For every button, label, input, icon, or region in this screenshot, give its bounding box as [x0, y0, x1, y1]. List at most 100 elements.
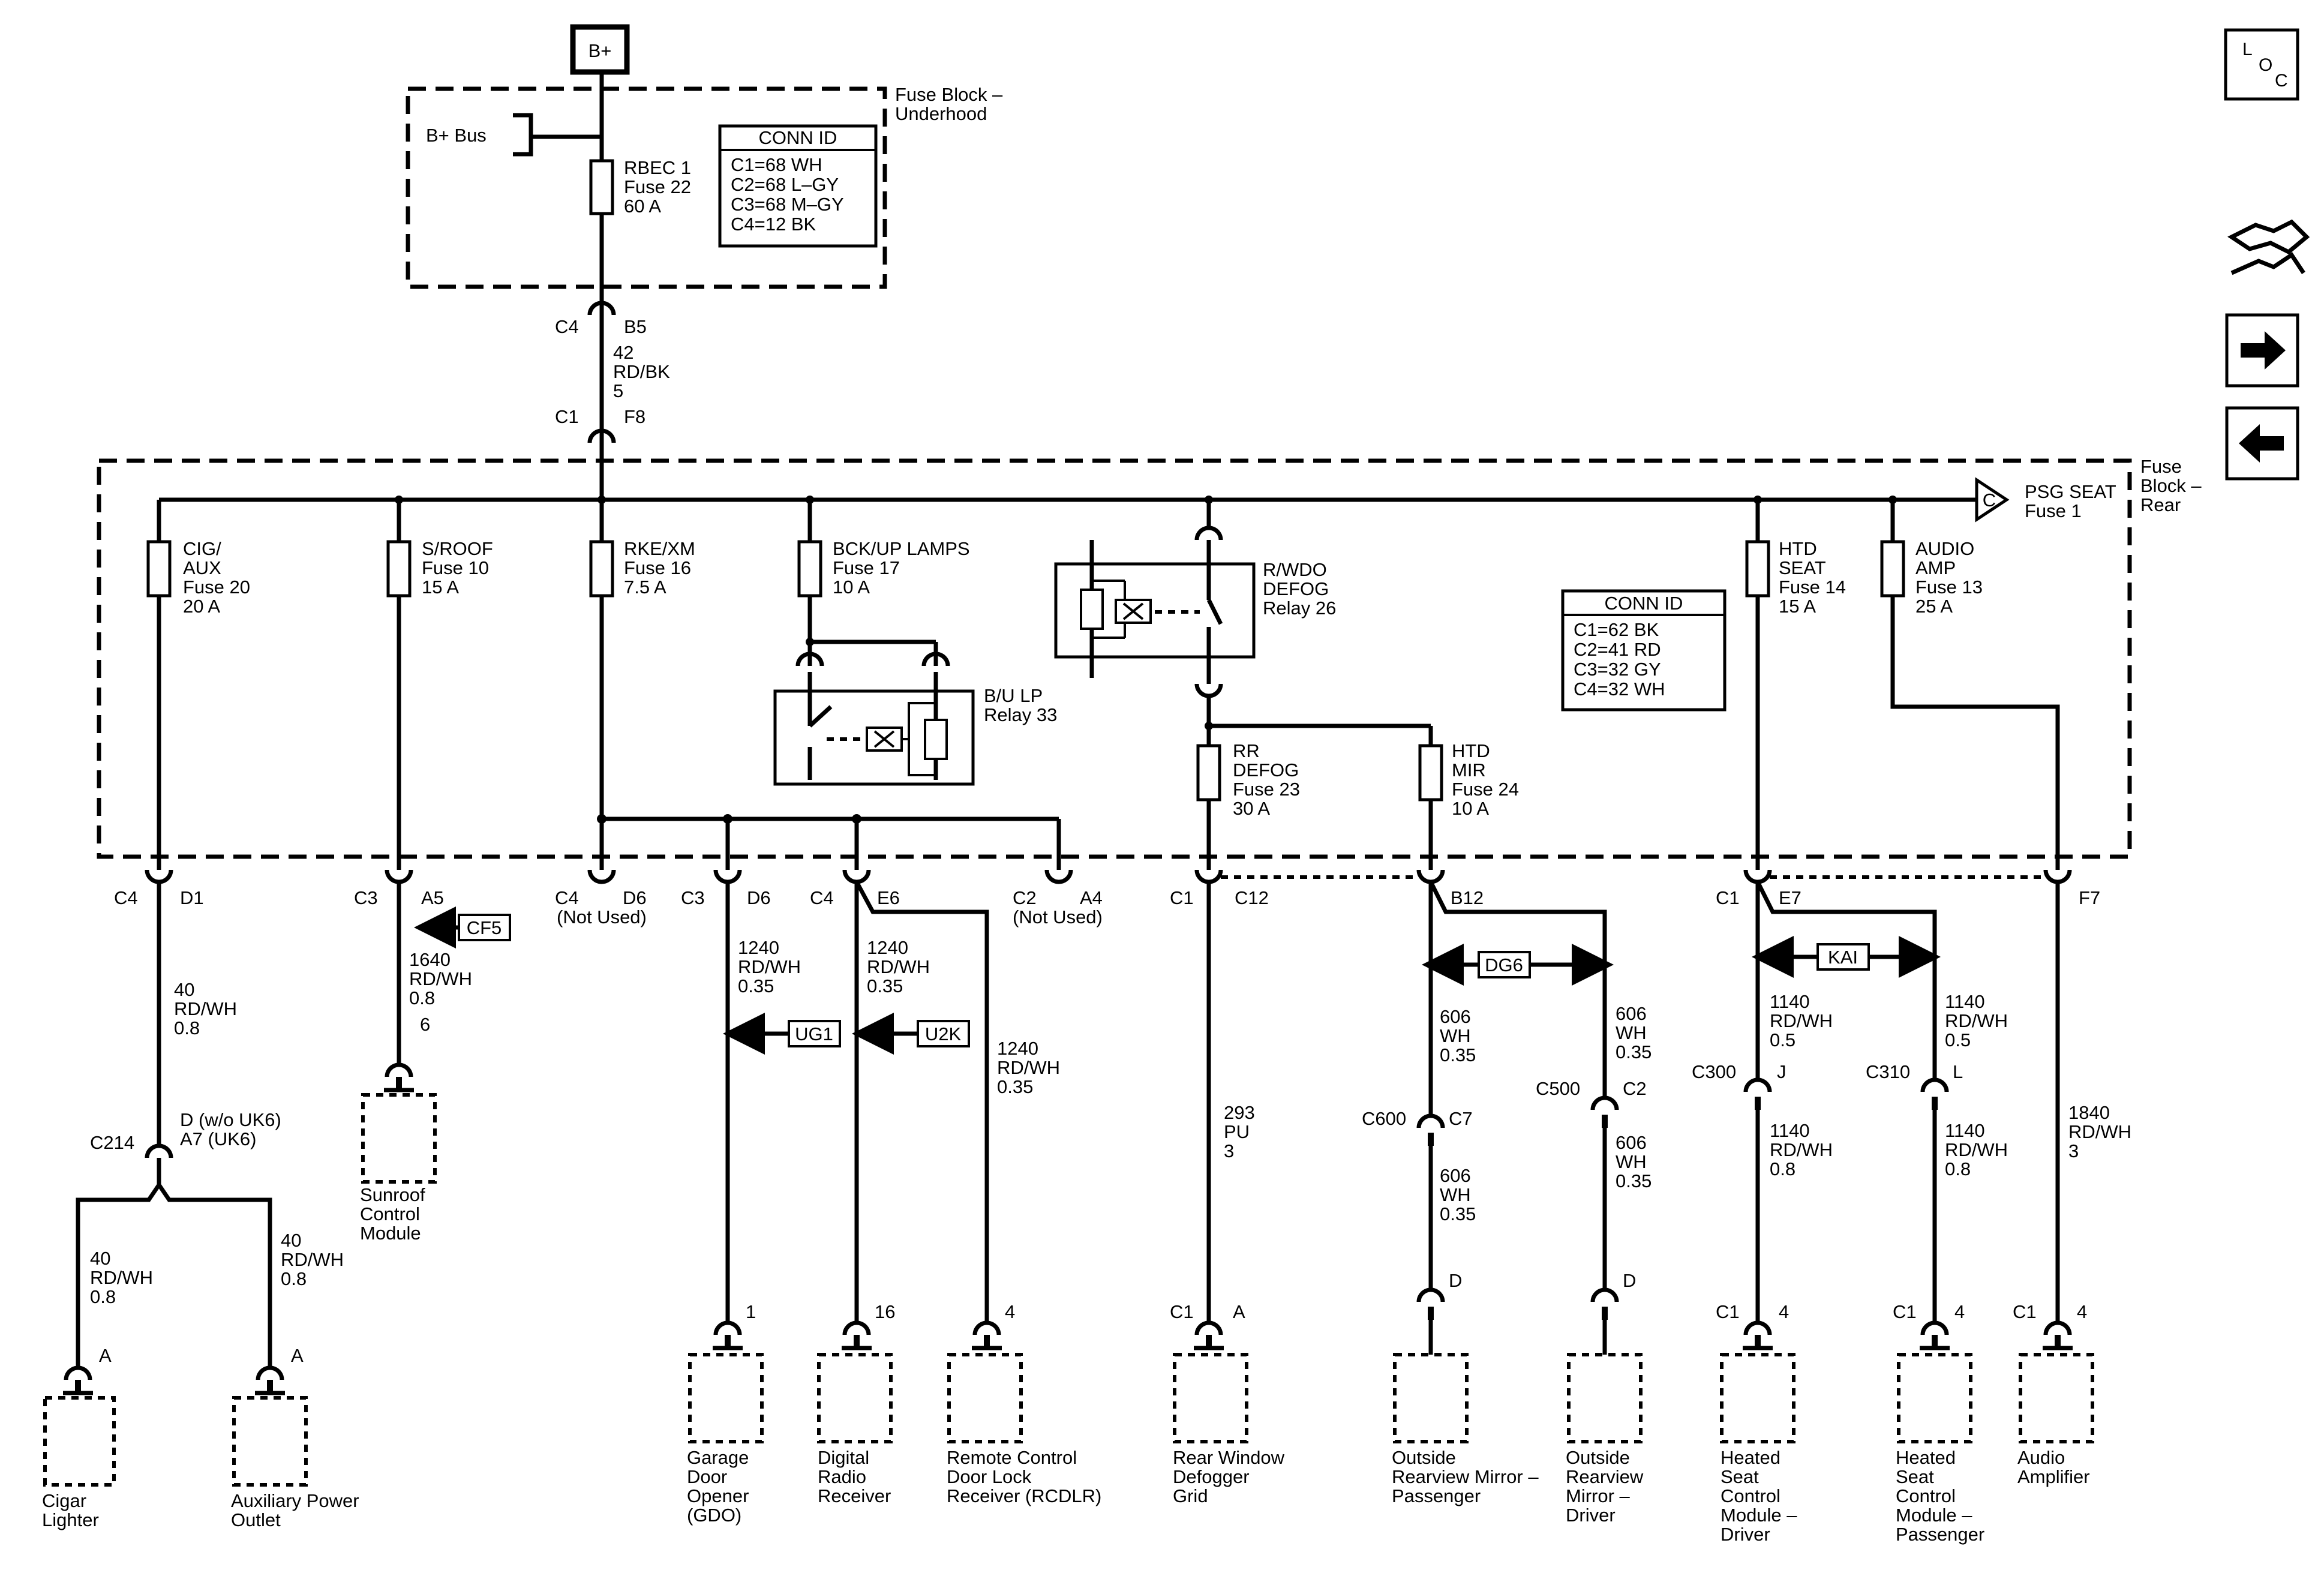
- power-source-label: B+: [588, 40, 612, 61]
- fuse-block-rear-label: Rear: [2140, 494, 2181, 515]
- wire-label: 0.35: [1616, 1170, 1652, 1191]
- fuse-audio-label: Fuse 13: [1915, 577, 1983, 598]
- option-tag-u2k: U2K: [852, 1013, 970, 1055]
- remote-control-door-lock-receiver-component: 4 Remote Control Door Lock Receiver (RCD…: [947, 1301, 1101, 1506]
- pin-label: B5: [624, 316, 647, 337]
- component-label: Module –: [1721, 1505, 1797, 1526]
- component-label: Auxiliary Power: [231, 1490, 359, 1511]
- auxiliary-power-outlet-component: A Auxiliary Power Outlet: [231, 1345, 359, 1530]
- component-label: Heated: [1896, 1447, 1956, 1468]
- component-label: Driver: [1721, 1524, 1770, 1545]
- pin-label: A: [291, 1345, 304, 1366]
- conn-label: C1: [1170, 887, 1194, 908]
- component-label: Seat: [1721, 1466, 1759, 1487]
- pin-label: C2: [1623, 1078, 1647, 1099]
- conn-id-underhood-table: [718, 124, 878, 248]
- fuse-16-symbol: [589, 540, 614, 598]
- component-label: Mirror –: [1566, 1485, 1631, 1506]
- wire-label: RD/WH: [1945, 1139, 2008, 1160]
- next-arrow-icon: [2241, 331, 2286, 370]
- pin-label: J: [1777, 1061, 1786, 1082]
- connector-c600: [1416, 1113, 1445, 1128]
- pin-label: A7 (UK6): [180, 1128, 256, 1149]
- wire-label: 1240: [738, 937, 779, 958]
- wire-label: WH: [1440, 1184, 1471, 1205]
- wire-label: 40: [174, 979, 194, 1000]
- component-label: Garage: [687, 1447, 749, 1468]
- fuse-audio-label: 25 A: [1915, 596, 1953, 617]
- wire-label: 6: [420, 1014, 430, 1035]
- wire-label: 1840: [2068, 1102, 2110, 1123]
- wire-label: RD/WH: [409, 968, 472, 989]
- fuse-block-rear-label: Block –: [2140, 475, 2202, 496]
- psg-ref-letter: C: [1983, 490, 1996, 511]
- wire-label: 0.35: [1616, 1041, 1652, 1062]
- outside-rearview-mirror-passenger-component: D Outside Rearview Mirror – Passenger: [1392, 1270, 1539, 1506]
- wire-label: 0.8: [281, 1268, 307, 1289]
- pin-label: L: [1953, 1061, 1963, 1082]
- bulp-relay-33: [773, 689, 975, 786]
- sunroof-control-module-component: Sunroof Control Module: [360, 1062, 437, 1244]
- fuse-rrdefog-label: Fuse 23: [1233, 779, 1300, 800]
- fuse-rrdefog-label: RR: [1233, 740, 1260, 761]
- component-label: Control: [1721, 1485, 1780, 1506]
- psg-seat-label: Fuse 1: [2025, 500, 2082, 521]
- prev-arrow-button[interactable]: [2225, 406, 2299, 481]
- component-label: Driver: [1566, 1505, 1616, 1526]
- fuse-cig-label: AUX: [183, 557, 221, 578]
- fuse-13-symbol: [1880, 540, 1905, 598]
- wire-label: 0.35: [867, 975, 903, 996]
- heated-seat-module-driver-component: C1 4 Heated Seat Control Module – Driver: [1716, 1301, 1797, 1545]
- wire-label: 0.35: [738, 975, 774, 996]
- pin-label: 16: [875, 1301, 895, 1322]
- wire-label: 606: [1440, 1006, 1471, 1027]
- fuse-20-symbol: [146, 540, 172, 598]
- fuse-htdseat-label: 15 A: [1779, 596, 1816, 617]
- harness-icon[interactable]: [2227, 219, 2310, 275]
- pin-label: A: [99, 1345, 112, 1366]
- feed-wire-label: 42: [613, 342, 633, 363]
- pin-label: E7: [1779, 887, 1801, 908]
- wire-label: 1240: [867, 937, 908, 958]
- connector-c500: [1590, 1095, 1619, 1110]
- audio-amplifier-component: C1 4 Audio Amplifier: [2013, 1301, 2094, 1487]
- fuse-sroof-label: Fuse 10: [422, 557, 489, 578]
- wire-label: 0.8: [409, 987, 435, 1008]
- component-label: Module: [360, 1223, 421, 1244]
- component-label: Amplifier: [2017, 1466, 2090, 1487]
- conn-label: C214: [90, 1132, 134, 1153]
- conn-label: C600: [1362, 1108, 1406, 1129]
- component-label: Audio: [2017, 1447, 2065, 1468]
- fuse-14-symbol: [1745, 540, 1770, 598]
- rbec-fuse-symbol: [589, 159, 614, 215]
- rear-window-defogger-grid-component: C1 A Rear Window Defogger Grid: [1170, 1301, 1285, 1506]
- fuse-cig-label: 20 A: [183, 596, 220, 617]
- digital-radio-receiver-component: 16 Digital Radio Receiver: [817, 1301, 895, 1506]
- next-arrow-button[interactable]: [2225, 313, 2299, 388]
- loc-letter-o: O: [2259, 55, 2272, 75]
- fuse-sroof-label: 15 A: [422, 577, 459, 598]
- fuse-bckup-label: Fuse 17: [833, 557, 900, 578]
- fuse-block-underhood-outline: [406, 86, 887, 289]
- conn-label: C4: [810, 887, 834, 908]
- component-label: Sunroof: [360, 1184, 425, 1205]
- not-used-note: (Not Used): [1013, 906, 1103, 927]
- location-button[interactable]: L O C: [2224, 28, 2299, 101]
- fuse-cig-label: CIG/: [183, 538, 221, 559]
- wire-label: RD/WH: [2068, 1121, 2131, 1142]
- component-label: Opener: [687, 1485, 749, 1506]
- pin-label: 4: [1779, 1301, 1789, 1322]
- pin-label: F7: [2079, 887, 2100, 908]
- option-code: DG6: [1485, 954, 1523, 975]
- fuse-htdseat-label: HTD: [1779, 538, 1817, 559]
- rwdo-relay-label: DEFOG: [1263, 578, 1329, 599]
- wire-label: 0.8: [1770, 1158, 1795, 1179]
- option-tag-dg6: DG6: [1422, 944, 1614, 986]
- component-label: Control: [1896, 1485, 1956, 1506]
- wire-label: RD/WH: [867, 956, 930, 977]
- pin-label: A5: [421, 887, 444, 908]
- wire-label: 40: [90, 1248, 110, 1269]
- rwdo-defog-relay-26: [1054, 562, 1256, 659]
- pin-label: 4: [2077, 1301, 2087, 1322]
- fuse-htdmir-label: HTD: [1452, 740, 1490, 761]
